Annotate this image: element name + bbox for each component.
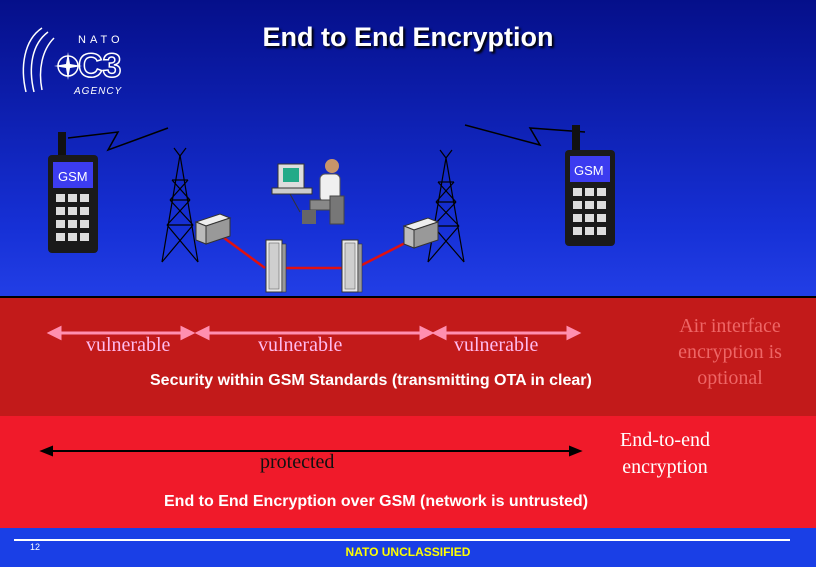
footer-divider <box>14 539 790 541</box>
gsm-standard-band <box>0 296 816 418</box>
air-interface-note: Air interface encryption is optional <box>678 315 782 389</box>
switching-center-left-icon <box>265 239 287 293</box>
footer-bar <box>0 528 816 567</box>
operator-workstation-icon <box>271 159 345 225</box>
phone-left-label: GSM <box>58 169 88 184</box>
slide-title: End to End Encryption <box>262 22 554 52</box>
logo-bottom-text: AGENCY <box>73 86 123 97</box>
label-vulnerable-1: vulnerable <box>86 334 171 356</box>
page-number: 12 <box>30 542 41 552</box>
label-protected: protected <box>260 451 335 473</box>
switching-center-right-icon <box>341 239 363 293</box>
cell-tower-left-icon <box>161 147 199 263</box>
nato-c3-agency-logo: NATO C3 AGENCY <box>22 27 124 97</box>
radio-wave-right-icon <box>464 124 586 147</box>
classification-marking: NATO UNCLASSIFIED <box>345 545 471 559</box>
gsm-phone-right-icon <box>565 125 615 246</box>
gsm-phone-left-icon <box>48 132 98 253</box>
end-to-end-band <box>0 416 816 528</box>
logo-mark-text: C3 <box>78 47 121 85</box>
base-station-left-icon <box>194 213 232 245</box>
phone-right-label: GSM <box>574 163 604 178</box>
label-vulnerable-2: vulnerable <box>258 334 343 356</box>
base-station-right-icon <box>402 217 440 249</box>
logo-top-text: NATO <box>78 34 124 46</box>
end-to-end-caption: End to End Encryption over GSM (network … <box>164 493 589 510</box>
end-to-end-note: End-to-end encryption <box>620 429 710 478</box>
arrow-protected <box>39 445 583 457</box>
label-vulnerable-3: vulnerable <box>454 334 539 356</box>
cell-tower-right-icon <box>427 149 465 263</box>
gsm-standard-caption: Security within GSM Standards (transmitt… <box>150 372 592 389</box>
radio-wave-left-icon <box>67 127 169 152</box>
